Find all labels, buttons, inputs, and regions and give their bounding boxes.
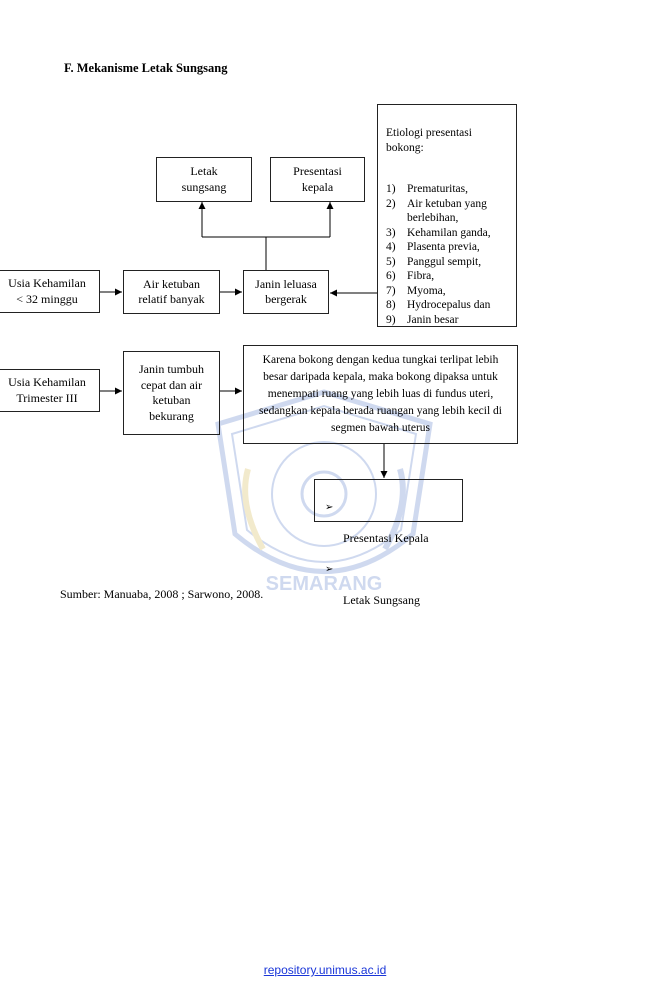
etiologi-item-text: Myoma,: [407, 284, 446, 297]
box-usia-kehamilan-32: Usia Kehamilan < 32 minggu: [0, 270, 100, 313]
etiologi-item-text: Kehamilan ganda,: [407, 226, 491, 239]
box-janin-leluasa: Janin leluasa bergerak: [243, 270, 329, 314]
etiologi-item: 3) Kehamilan ganda,: [386, 226, 508, 241]
etiologi-item-number: 4): [386, 241, 396, 253]
etiologi-item: 5) Panggul sempit,: [386, 255, 508, 270]
etiologi-item-text: Panggul sempit,: [407, 255, 482, 268]
repository-link[interactable]: repository.unimus.ac.id: [263, 963, 387, 977]
result-item: ➢ Letak Sungsang: [325, 562, 452, 609]
etiologi-item: 7) Myoma,: [386, 284, 508, 299]
etiologi-item: 9) Janin besar: [386, 313, 508, 328]
result-item: ➢ Presentasi Kepala: [325, 500, 452, 547]
box-result: ➢ Presentasi Kepala ➢ Letak Sungsang: [314, 479, 463, 607]
etiologi-item-number: 5): [386, 255, 396, 268]
box-etiologi: Etiologi presentasi bokong: 1) Prematurit…: [377, 104, 517, 327]
result-item-label: Presentasi Kepala: [343, 530, 429, 545]
box-usia-kehamilan-trimester: Usia Kehamilan Trimester III: [0, 369, 100, 412]
etiologi-item-text: Air ketuban yang berlebihan,: [407, 197, 487, 225]
etiologi-item-number: 6): [386, 270, 396, 282]
etiologi-item-text: Plasenta previa,: [407, 241, 480, 253]
university-seal-watermark: SEMARANG: [215, 389, 433, 595]
etiologi-item-text: Prematuritas,: [407, 183, 468, 195]
etiologi-title: Etiologi presentasi bokong:: [386, 127, 472, 154]
box-air-ketuban: Air ketuban relatif banyak: [123, 270, 220, 314]
etiologi-item: 6) Fibra,: [386, 269, 508, 284]
etiologi-list: 1) Prematuritas, 2) Air ketuban yang berleb…: [386, 182, 508, 327]
etiologi-item-text: Hydrocepalus dan: [407, 299, 491, 311]
box-presentasi-kepala: Presentasi kepala: [270, 157, 365, 202]
watermark-text: SEMARANG: [266, 573, 383, 595]
result-item-label: Letak Sungsang: [343, 592, 420, 607]
box-letak-sungsang: Letak sungsang: [156, 157, 252, 202]
etiologi-item-number: 7): [386, 284, 396, 297]
etiologi-item: 1) Prematuritas,: [386, 182, 508, 197]
section-heading: F. Mekanisme Letak Sungsang: [64, 61, 228, 75]
arrow-bullet-icon: ➢: [325, 563, 334, 575]
etiologi-item-number: 9): [386, 313, 396, 326]
arrow-bullet-icon: ➢: [325, 501, 334, 513]
etiologi-item: 2) Air ketuban yang berlebihan,: [386, 197, 508, 226]
etiologi-item: 4) Plasenta previa,: [386, 240, 508, 255]
etiologi-item-number: 8): [386, 299, 396, 311]
etiologi-item-number: 2): [386, 197, 396, 210]
etiologi-item-text: Janin besar: [407, 313, 459, 326]
source-citation: Sumber: Manuaba, 2008 ; Sarwono, 2008.: [60, 587, 264, 601]
etiologi-item-number: 1): [386, 183, 396, 195]
etiologi-item-number: 3): [386, 226, 396, 239]
etiologi-item-text: Fibra,: [407, 270, 435, 282]
etiologi-item: 8) Hydrocepalus dan: [386, 298, 508, 313]
box-karena-bokong: Karena bokong dengan kedua tungkai terli…: [243, 345, 518, 444]
box-janin-tumbuh: Janin tumbuh cepat dan air ketuban bekur…: [123, 351, 220, 435]
